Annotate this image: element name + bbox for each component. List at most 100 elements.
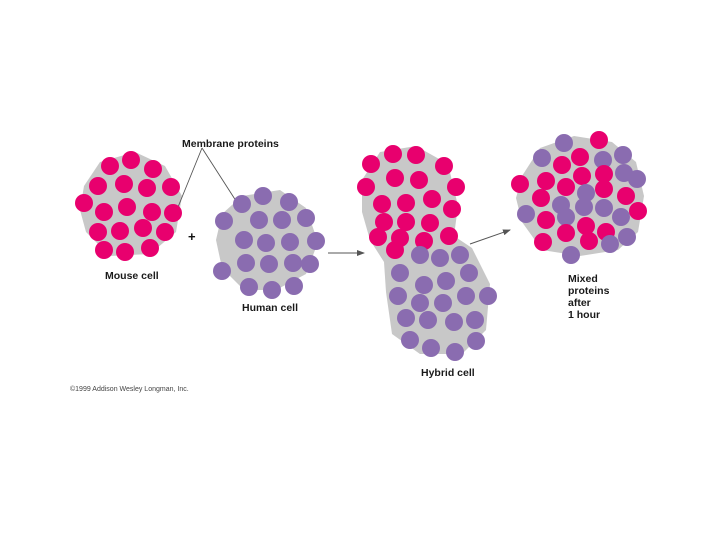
hybrid-cell-mouse-protein [435, 157, 453, 175]
hybrid-cell-human-protein [411, 294, 429, 312]
human-cell-human-protein [263, 281, 281, 299]
mixed-cell-human-protein [533, 149, 551, 167]
mixed-cell-human-protein [575, 198, 593, 216]
mouse-cell-mouse-protein [95, 203, 113, 221]
hybrid-cell-human-protein [391, 264, 409, 282]
human-cell-human-protein [281, 233, 299, 251]
hybrid-cell-human-protein [457, 287, 475, 305]
mouse-cell-label: Mouse cell [105, 270, 159, 282]
human-cell-human-protein [260, 255, 278, 273]
mixed-cell-mouse-protein [595, 180, 613, 198]
human-cell-label: Human cell [242, 302, 298, 314]
hybrid-cell-mouse-protein [443, 200, 461, 218]
copyright-notice: ©1999 Addison Wesley Longman, Inc. [70, 385, 189, 393]
mixed-cell-human-protein [612, 208, 630, 226]
mouse-cell-mouse-protein [156, 223, 174, 241]
mixed-cell-mouse-protein [557, 224, 575, 242]
hybrid-cell-human-protein [479, 287, 497, 305]
hybrid-cell-human-protein [451, 246, 469, 264]
hybrid-cell-label: Hybrid cell [421, 367, 475, 379]
mixed-cell-mouse-protein [537, 172, 555, 190]
mouse-cell-mouse-protein [111, 222, 129, 240]
hybrid-cell-mouse-protein [362, 155, 380, 173]
hybrid-cell-mouse-protein [421, 214, 439, 232]
mouse-cell-mouse-protein [115, 175, 133, 193]
membrane-protein-group [75, 131, 647, 361]
hybrid-cell-mouse-protein [440, 227, 458, 245]
membrane-proteins-label: Membrane proteins [182, 138, 279, 150]
hybrid-cell-human-protein [437, 272, 455, 290]
mixed-cell-mouse-protein [580, 232, 598, 250]
mixed-cell-mouse-protein [532, 189, 550, 207]
hybrid-cell-mouse-protein [407, 146, 425, 164]
mixed-cell-human-protein [628, 170, 646, 188]
hybrid-cell-mouse-protein [373, 195, 391, 213]
hybrid-cell-human-protein [419, 311, 437, 329]
mixed-cell-human-protein [618, 228, 636, 246]
hybrid-cell-mouse-protein [415, 232, 433, 250]
mixed-cell-human-protein [577, 184, 595, 202]
hybrid-cell-human-protein [466, 311, 484, 329]
mixed-cell-human-protein [557, 208, 575, 226]
hybrid-cell-human-protein [415, 276, 433, 294]
human-cell-human-protein [240, 278, 258, 296]
human-cell-human-protein [301, 255, 319, 273]
hybrid-cell-human-protein [446, 343, 464, 361]
mixed-cell-mouse-protein [577, 217, 595, 235]
mixed-cell-mouse-protein [571, 148, 589, 166]
human-cell-human-protein [297, 209, 315, 227]
human-cell-human-protein [235, 231, 253, 249]
hybrid-cell-human-protein [460, 264, 478, 282]
hybrid-cell-mouse-protein [397, 213, 415, 231]
human-cell-human-protein [285, 277, 303, 295]
hybrid-cell-human-protein [434, 294, 452, 312]
human-cell-human-protein [250, 211, 268, 229]
mixed-cell-human-protein [555, 134, 573, 152]
mouse-cell-mouse-protein [134, 219, 152, 237]
human-cell-human-protein [257, 234, 275, 252]
mouse-cell-mouse-protein [89, 223, 107, 241]
mouse-cell-mouse-protein [122, 151, 140, 169]
mouse-cell-mouse-protein [118, 198, 136, 216]
mixed-cell-mouse-protein [617, 187, 635, 205]
mixed-cell-human-protein [595, 199, 613, 217]
mixed-proteins-label-line1: Mixed [568, 273, 598, 285]
hybrid-cell-human-protein [431, 249, 449, 267]
human-cell-human-protein [307, 232, 325, 250]
hybrid-cell-mouse-protein [447, 178, 465, 196]
mixed-cell-mouse-protein [595, 165, 613, 183]
mixed-cell-mouse-protein [573, 167, 591, 185]
human-cell-human-protein [233, 195, 251, 213]
hybrid-cell-mouse-protein [384, 145, 402, 163]
human-cell-human-protein [215, 212, 233, 230]
human-cell-human-protein [237, 254, 255, 272]
hybrid-cell-mouse-protein [397, 194, 415, 212]
mouse-cell-mouse-protein [95, 241, 113, 259]
mouse-cell-mouse-protein [101, 157, 119, 175]
mixed-cell-human-protein [594, 151, 612, 169]
mixed-cell-human-protein [614, 146, 632, 164]
mouse-cell-mouse-protein [138, 179, 156, 197]
human-cell-human-protein [254, 187, 272, 205]
mouse-cell-mouse-protein [143, 203, 161, 221]
hybrid-cell-mouse-protein [386, 241, 404, 259]
mouse-cell-mouse-protein [164, 204, 182, 222]
mouse-cell-mouse-protein [162, 178, 180, 196]
hybrid-cell-human-protein [445, 313, 463, 331]
hybrid-cell-mouse-protein [357, 178, 375, 196]
mouse-cell-mouse-protein [141, 239, 159, 257]
mixed-proteins-label-line4: 1 hour [568, 309, 600, 321]
mixing-arrow [469, 229, 511, 245]
hybrid-cell-mouse-protein [369, 228, 387, 246]
human-cell-human-protein [280, 193, 298, 211]
mixed-cell-mouse-protein [511, 175, 529, 193]
mouse-cell-mouse-protein [75, 194, 93, 212]
mixed-cell-human-protein [601, 235, 619, 253]
mixed-cell-human-protein [562, 246, 580, 264]
human-cell-human-protein [213, 262, 231, 280]
hybrid-cell-mouse-protein [423, 190, 441, 208]
mouse-cell-mouse-protein [116, 243, 134, 261]
hybrid-cell-mouse-protein [386, 169, 404, 187]
mixed-cell-human-protein [517, 205, 535, 223]
